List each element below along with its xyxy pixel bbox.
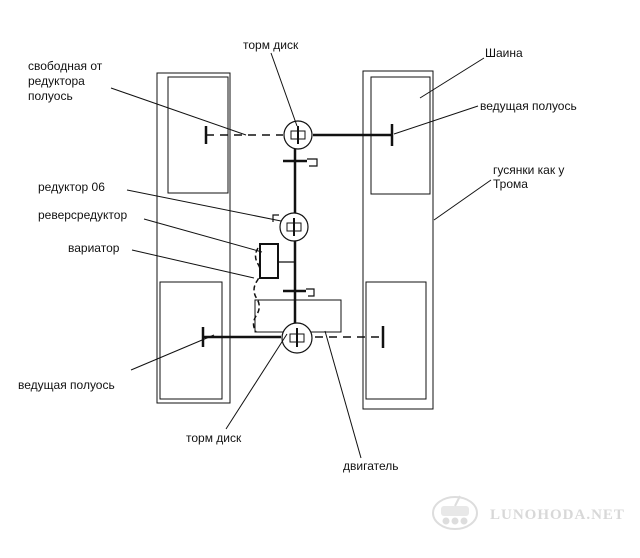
reverse-reducer-box [259, 243, 279, 279]
reducer-side-bracket [272, 214, 279, 222]
variator-belt [252, 247, 261, 333]
wheel-top-left [167, 76, 229, 194]
wheel-bottom-right [365, 281, 427, 400]
label-reverse-reducer: реверсредуктор [38, 208, 127, 222]
leader-free-axle [110, 87, 247, 136]
reducer-disc [279, 212, 309, 242]
leader-reverse-reducer [143, 218, 263, 253]
left-track-outline [156, 72, 231, 404]
label-tracks-line1: гусянки как у [493, 163, 564, 177]
leader-tracks [433, 179, 492, 221]
leader-variator [131, 249, 255, 279]
label-brake-disc-top: торм диск [243, 38, 299, 52]
leader-brake-disc-top [270, 52, 298, 127]
rover-logo-icon [432, 495, 478, 530]
upper-flange-hook [307, 158, 318, 167]
right-track-outline [362, 70, 434, 410]
label-reducer: редуктор 06 [38, 180, 105, 194]
label-drive-axle-right: ведущая полуось [480, 99, 577, 113]
label-tracks-line2: Трома [493, 177, 528, 191]
label-drive-axle-left: ведущая полуось [18, 378, 115, 392]
leader-drive-axle-left [130, 334, 215, 371]
label-tire: Шаина [485, 46, 523, 60]
leader-tire [419, 57, 485, 99]
leader-reducer [126, 189, 282, 222]
label-free-axle-line3: полуось [28, 89, 73, 103]
label-brake-disc-bottom: торм диск [186, 431, 242, 445]
label-engine: двигатель [343, 459, 399, 473]
label-free-axle-line2: редуктора [28, 74, 85, 88]
leader-brake-disc-bottom [225, 333, 288, 430]
top-brake-disc [283, 120, 313, 150]
wheel-bottom-left [159, 281, 223, 400]
watermark-text: LUNOHODA.NET [490, 507, 625, 523]
label-variator: вариатор [68, 241, 120, 255]
mid-flange-hook [306, 288, 315, 297]
leader-drive-axle-right [393, 105, 479, 135]
leader-engine [324, 330, 362, 459]
bottom-brake-disc [281, 322, 313, 354]
label-free-axle-line1: свободная от [28, 59, 103, 73]
